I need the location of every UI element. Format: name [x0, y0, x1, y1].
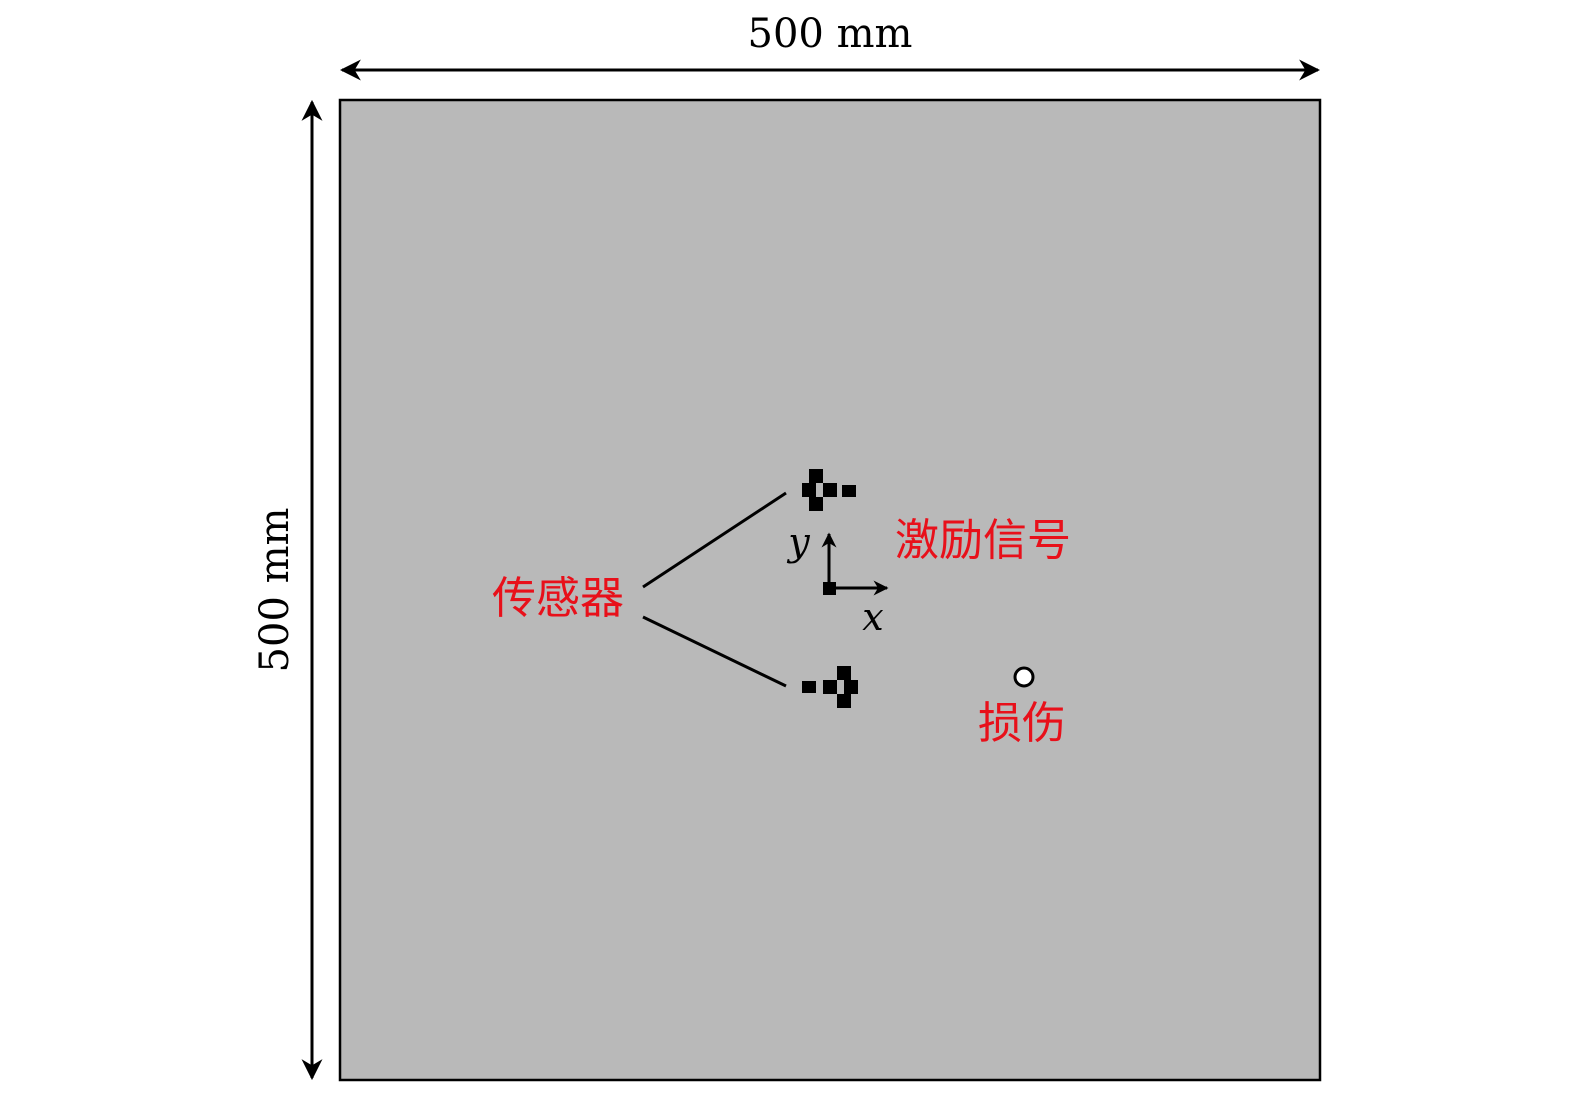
sensor-label: 传感器: [492, 573, 624, 624]
sensor-element: [802, 483, 816, 497]
sensor-leader-line-upper: [642, 491, 787, 589]
sensor-element: [842, 485, 856, 497]
lower-sensor-group: [802, 666, 858, 708]
sensor-element: [802, 681, 816, 693]
sensor-element: [809, 497, 823, 511]
sensor-element: [809, 469, 823, 483]
sensor-element: [823, 483, 837, 497]
sensor-element: [823, 680, 837, 694]
sensor-leader-line-lower: [642, 615, 787, 688]
sensor-element: [837, 666, 851, 680]
sensor-element: [844, 680, 858, 694]
damage-marker-icon: [1013, 666, 1035, 688]
width-dimension-label: 500 mm: [748, 11, 913, 57]
sensor-element: [837, 694, 851, 708]
x-axis-label: x: [862, 595, 883, 639]
damage-label: 损伤: [978, 698, 1066, 749]
upper-sensor-group: [802, 469, 856, 511]
excitation-label: 激励信号: [895, 515, 1071, 566]
y-axis-label: y: [786, 520, 810, 564]
height-dimension-label: 500 mm: [252, 508, 298, 673]
